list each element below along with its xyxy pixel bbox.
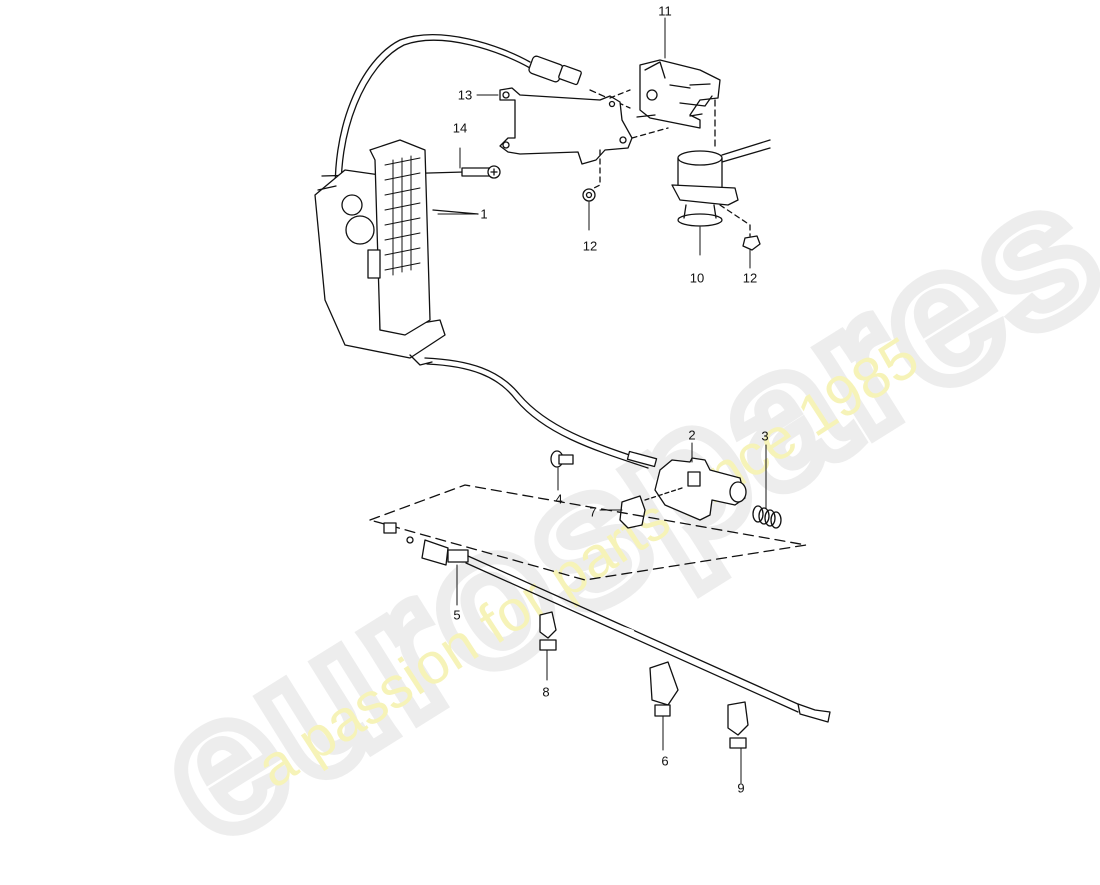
throttle-cable-5 [383,522,831,723]
mounting-plate-13 [499,87,669,191]
callout-4: 4 [555,491,563,507]
callout-6: 6 [661,753,669,769]
callout-10: 10 [689,270,705,286]
callout-13: 13 [457,87,473,103]
upper-cable [334,34,631,206]
callout-8: 8 [542,684,550,700]
nut-12-right [719,204,761,251]
clip-6 [649,661,679,717]
callout-5: 5 [453,607,461,623]
callout-14: 14 [452,120,468,136]
leader-lines [437,17,767,784]
callout-1: 1 [480,206,488,222]
assembly-frame [369,484,807,581]
holder-2 [654,457,747,521]
callout-2: 2 [688,427,696,443]
grommet-4 [550,450,574,468]
parts-diagram [314,17,831,784]
bracket-11 [636,59,721,151]
actuator-10 [671,139,771,227]
lower-cable [424,357,658,469]
clip-8 [539,611,557,651]
clip-7 [619,487,683,529]
spring-3 [752,505,782,529]
callout-12-right: 12 [742,270,758,286]
callout-11: 11 [658,3,672,19]
nut-12-left [582,188,596,202]
callout-7: 7 [589,504,597,520]
callout-9: 9 [737,780,745,796]
pedal-1 [314,139,479,366]
callout-12-left: 12 [582,238,598,254]
callout-3: 3 [761,428,769,444]
clip-9 [727,701,749,749]
